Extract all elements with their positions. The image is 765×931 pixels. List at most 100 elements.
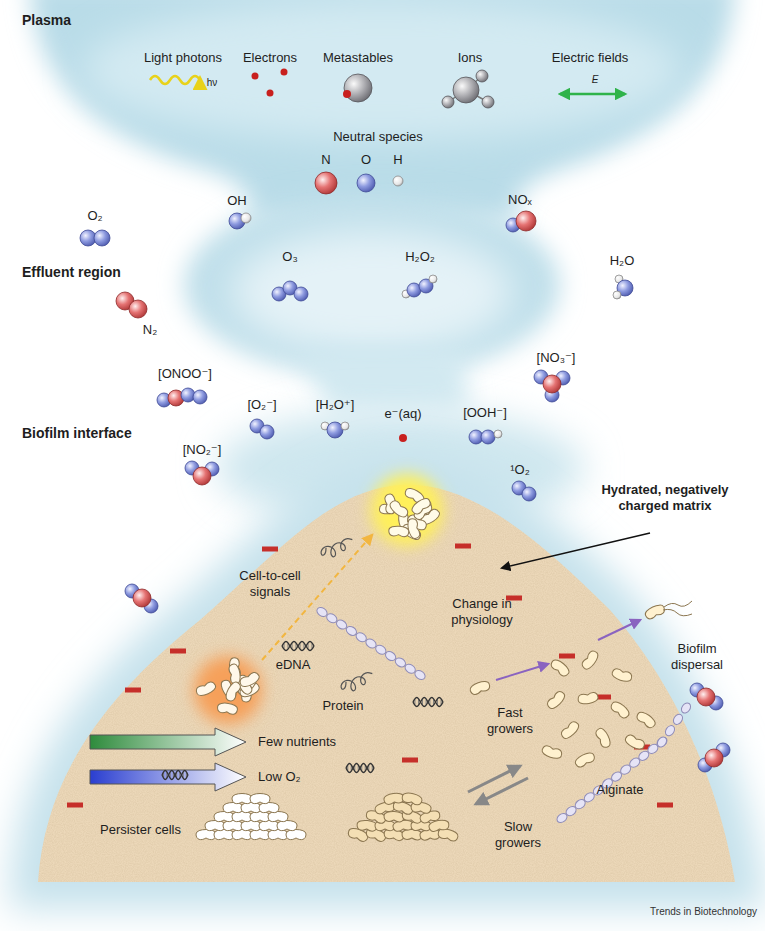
molecule xyxy=(315,172,337,194)
text-label: O₃ xyxy=(282,249,297,265)
region-label: Hydrated, negatively charged matrix xyxy=(598,482,732,513)
text-label: Low O₂ xyxy=(258,769,301,785)
negative-charge xyxy=(559,654,575,659)
protein-coil xyxy=(321,539,352,557)
bacterium xyxy=(195,680,217,697)
bacterium xyxy=(560,720,581,741)
dna-strand xyxy=(162,770,188,779)
dna-strand xyxy=(162,770,188,779)
negative-charge xyxy=(455,544,471,549)
molecule xyxy=(469,430,502,444)
bacterium xyxy=(268,830,288,840)
protein-coil xyxy=(341,673,372,691)
molecule xyxy=(613,275,633,299)
atom xyxy=(129,300,147,318)
bacterium xyxy=(286,830,306,840)
dna-helix xyxy=(346,763,374,772)
atom xyxy=(327,422,343,438)
atom xyxy=(476,70,488,82)
bacterium xyxy=(402,829,422,840)
atom xyxy=(260,425,274,439)
bacterium xyxy=(241,821,261,831)
text-label: ¹O₂ xyxy=(510,462,530,478)
text-label: [ONOO⁻] xyxy=(158,366,212,382)
text-label: O xyxy=(361,152,371,168)
bacterium xyxy=(388,525,409,537)
bacterium xyxy=(609,699,631,719)
bacterium xyxy=(268,812,288,822)
molecule xyxy=(698,743,730,772)
signal-glow xyxy=(194,656,262,724)
text-label: [NO₃⁻] xyxy=(537,350,576,366)
alginate-unit xyxy=(655,735,669,748)
molecule xyxy=(80,230,110,246)
text-label: OH xyxy=(227,193,247,209)
text-label: Persister cells xyxy=(100,822,181,838)
atom xyxy=(341,422,349,430)
bacterium xyxy=(644,603,666,621)
bacterium xyxy=(388,499,410,520)
signal-glow xyxy=(371,474,443,546)
effluent-core xyxy=(232,230,512,354)
leader-arrow xyxy=(502,533,650,568)
atom xyxy=(442,96,454,108)
text-label: Metastables xyxy=(323,50,393,66)
alginate-unit xyxy=(413,669,427,682)
molecule xyxy=(272,281,308,301)
dispersal-arrow xyxy=(496,664,548,680)
text-label: N xyxy=(321,152,330,168)
region-label: Plasma xyxy=(22,12,71,29)
molecule xyxy=(344,74,372,102)
atom xyxy=(613,291,621,299)
effluent-region xyxy=(184,193,560,377)
text-label: H₂O xyxy=(610,253,635,269)
atom xyxy=(453,77,479,103)
bacterium xyxy=(383,792,404,805)
electron xyxy=(252,73,259,80)
atom xyxy=(705,749,723,767)
electric-field-arrow xyxy=(560,93,625,96)
text-label: Biofilm dispersal xyxy=(664,641,730,672)
gradient-arrow xyxy=(90,763,246,791)
text-label: Electric fields xyxy=(552,50,629,66)
negative-charge xyxy=(67,803,83,808)
dna-strand xyxy=(413,697,443,706)
molecule xyxy=(157,388,207,407)
text-label: eDNA xyxy=(276,657,311,673)
molecule xyxy=(442,70,494,108)
electron xyxy=(281,69,288,76)
text-label: O₂ xyxy=(87,208,102,224)
text-label: [O₂⁻] xyxy=(247,397,276,413)
text-label: Trends in Biotechnology xyxy=(650,906,757,918)
text-label: E xyxy=(592,74,599,86)
bacterium xyxy=(228,663,241,684)
atom xyxy=(344,74,372,102)
molecule xyxy=(534,370,570,402)
negative-charge xyxy=(402,758,418,763)
negative-charge xyxy=(657,803,673,808)
dna-strand xyxy=(346,763,374,772)
bacterium xyxy=(259,803,279,813)
text-label: hν xyxy=(207,77,218,89)
molecule xyxy=(506,211,536,232)
bacterium xyxy=(580,649,600,671)
text-label: NOₓ xyxy=(508,192,532,208)
negative-charge xyxy=(125,688,141,693)
atom xyxy=(94,230,110,246)
dna-strand xyxy=(282,641,314,650)
bacterium xyxy=(624,733,646,751)
atom xyxy=(357,174,375,192)
atom xyxy=(543,375,561,393)
bacterium xyxy=(241,803,261,813)
illustration-parts xyxy=(67,69,730,843)
dna-strand xyxy=(282,641,314,650)
atom xyxy=(482,96,494,108)
text-label: H xyxy=(393,152,402,168)
atom xyxy=(393,176,403,186)
text-label: [H₂O⁺] xyxy=(316,397,355,413)
text-label: Ions xyxy=(458,50,483,66)
bacterium xyxy=(357,820,378,832)
molecule xyxy=(250,419,274,439)
molecule xyxy=(357,174,375,192)
